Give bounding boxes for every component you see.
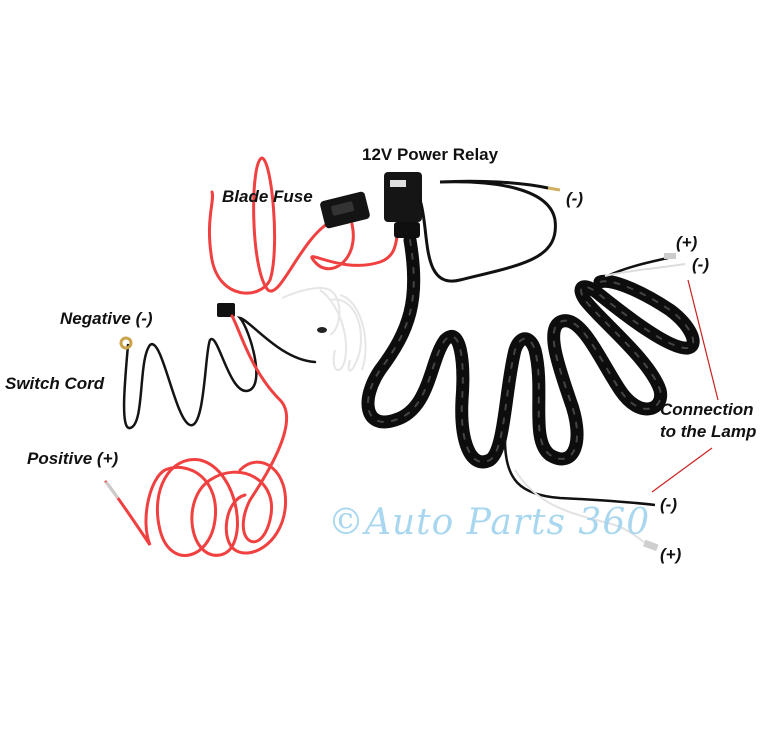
pointer-line-bottom <box>651 447 713 493</box>
switch-plug-connector <box>217 303 235 317</box>
lamp-top-negative-label: (-) <box>692 255 709 274</box>
blade-fuse-label: Blade Fuse <box>222 187 313 206</box>
lamp-connection-line-2: to the Lamp <box>660 422 757 442</box>
power-relay <box>384 172 422 238</box>
lamp-bottom-black-wire <box>503 439 656 507</box>
relay-negative-wire <box>418 179 557 283</box>
main-black-harness <box>361 233 700 469</box>
switch-red-wire-loop-2 <box>224 460 288 555</box>
ring-terminal <box>119 336 133 350</box>
relay-label: 12V Power Relay <box>362 145 499 164</box>
white-wire-tie <box>317 327 327 333</box>
lamp-connection-line-1: Connection <box>660 400 754 419</box>
pointer-line-top <box>687 279 719 401</box>
positive-label: Positive (+) <box>27 449 119 468</box>
relay-negative-label: (-) <box>566 189 583 208</box>
switch-cord-label: Switch Cord <box>5 374 105 393</box>
white-coiled-wire <box>281 287 367 372</box>
relay-negative-terminal <box>547 186 561 192</box>
watermark: ©Auto Parts 360 <box>328 502 651 543</box>
main-black-harness-highlight <box>367 239 695 463</box>
lamp-bottom-white-wire <box>514 469 651 547</box>
fuse-red-wire-loop <box>208 156 332 295</box>
blade-fuse-holder <box>320 191 370 229</box>
lamp-top-positive-label: (+) <box>676 233 698 252</box>
lamp-top-connector <box>664 253 676 259</box>
switch-red-wire <box>104 314 289 557</box>
lamp-top-white-wire <box>604 263 686 277</box>
lamp-connection-label: Connection to the Lamp <box>660 399 756 443</box>
lamp-bottom-positive-label: (+) <box>660 545 682 564</box>
negative-label: Negative (-) <box>60 309 153 328</box>
positive-wire-end <box>104 481 120 499</box>
lamp-bottom-negative-label: (-) <box>660 495 677 514</box>
lamp-top-wires <box>599 256 669 282</box>
lamp-bottom-connector <box>643 539 659 552</box>
fuse-red-wire-to-relay <box>310 220 402 271</box>
switch-black-wire <box>122 316 317 430</box>
